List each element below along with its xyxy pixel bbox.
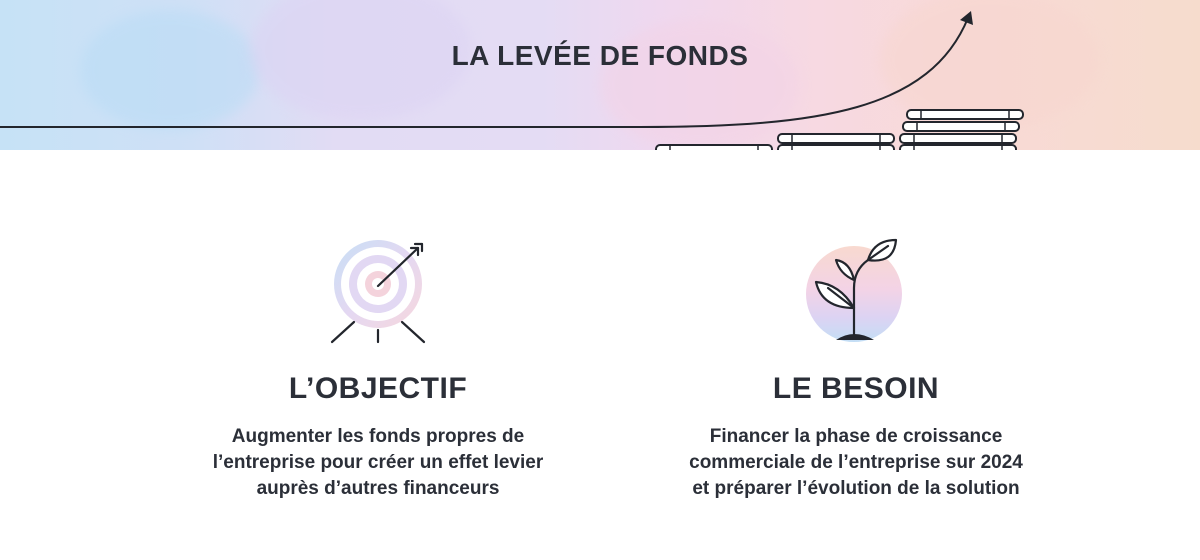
- target-arrow-icon: [318, 230, 438, 350]
- sprout-icon: [796, 230, 916, 350]
- watercolor-blob: [880, 0, 1100, 130]
- need-line: commerciale de l’entreprise sur 2024: [689, 452, 1023, 473]
- objective-line: Augmenter les fonds propres de: [231, 426, 525, 447]
- header-banner: LA LEVÉE DE FONDS: [0, 0, 1200, 150]
- objective-title: L’OBJECTIF: [288, 372, 468, 405]
- objective-line: auprès d’autres financeurs: [256, 478, 500, 499]
- watercolor-blob: [80, 10, 260, 130]
- objective-description: Augmenter les fonds propres de l’entrepr…: [158, 424, 598, 502]
- coin-stacks-icon: [655, 109, 1024, 150]
- need-section: LE BESOIN Financer la phase de croissanc…: [636, 230, 1076, 502]
- need-title: LE BESOIN: [772, 372, 940, 405]
- page-title: LA LEVÉE DE FONDS: [451, 40, 749, 71]
- objective-line: l’entreprise pour créer un effet levier: [212, 452, 544, 473]
- objective-section: L’OBJECTIF Augmenter les fonds propres d…: [158, 230, 598, 502]
- watercolor-blob: [250, 0, 470, 120]
- need-description: Financer la phase de croissance commerci…: [636, 424, 1076, 502]
- need-line: et préparer l’évolution de la solution: [692, 478, 1020, 499]
- need-line: Financer la phase de croissance: [709, 426, 1003, 447]
- growth-arrow-icon: [0, 11, 973, 128]
- watercolor-blob: [600, 20, 800, 150]
